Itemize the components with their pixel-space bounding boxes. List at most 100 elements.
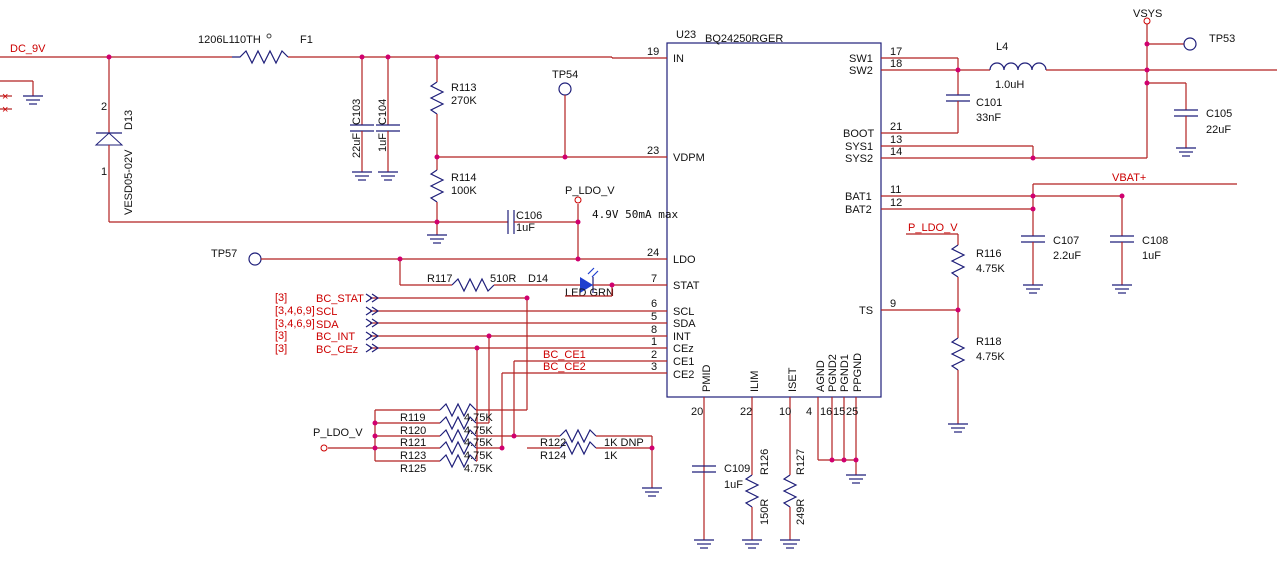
pin-name: CE2	[673, 369, 694, 381]
cap-value: 2.2uF	[1053, 250, 1081, 262]
iset-res: R127 249R	[780, 449, 807, 549]
pin-name: VDPM	[673, 152, 705, 164]
fuse-part: 1206L110TH	[198, 34, 261, 46]
pin-num: 8	[651, 324, 657, 336]
pin-num: 10	[779, 406, 791, 418]
cap-value: 1uF	[377, 133, 389, 152]
pin-num: 25	[846, 406, 858, 418]
pin-name: BOOT	[843, 128, 874, 140]
ic-right-pins: 17 SW1 18 SW2 21 BOOT 13 SYS1 14 SYS2 11…	[843, 46, 902, 317]
cap-value: 1uF	[516, 222, 535, 234]
tp53[interactable]: TP53	[1183, 33, 1235, 51]
ldo-section: C106 1uF P_LDO_V 4.9V 50mA max	[507, 185, 678, 259]
pin-num: 21	[890, 121, 902, 133]
fuse-ref: F1	[300, 34, 313, 46]
pin-name: PPGND	[852, 353, 864, 392]
pin-name: SYS1	[845, 141, 873, 153]
tp53-label: TP53	[1209, 33, 1235, 45]
led-ref: D14	[528, 273, 548, 285]
cap-ref: C106	[516, 210, 542, 222]
pin-name: PGND1	[839, 354, 851, 392]
net-vsys-label: VSYS	[1133, 8, 1162, 20]
res-value: 270K	[451, 95, 477, 107]
pin-num: 23	[647, 145, 659, 157]
pin-name: CEz	[673, 343, 694, 355]
res-value: 4.75K	[976, 263, 1005, 275]
cap-ref: C104	[377, 99, 389, 125]
pin-num: 22	[740, 406, 752, 418]
net-dc9v-label: DC_9V	[10, 43, 46, 55]
res-value: 4.75K	[976, 351, 1005, 363]
net-pldo-label-2: P_LDO_V	[313, 427, 363, 439]
pin-num: 19	[647, 46, 659, 58]
pin-name: BAT1	[845, 191, 872, 203]
pin-num: 4	[806, 406, 812, 418]
pin-num: 18	[890, 58, 902, 70]
res-ref: R126	[759, 449, 771, 475]
pin-name: SYS2	[845, 153, 873, 165]
pin-name: PMID	[701, 364, 713, 392]
res-value: 100K	[451, 185, 477, 197]
tp54-label: TP54	[552, 69, 578, 81]
port-sheets: [3]	[275, 330, 287, 342]
cap-ref: C109	[724, 463, 750, 475]
pin-num: 15	[833, 406, 845, 418]
pin-num: 7	[651, 273, 657, 285]
pin-num: 12	[890, 197, 902, 209]
pin-name: SW2	[849, 65, 873, 77]
tp57[interactable]: TP57	[211, 248, 578, 266]
net-bcce2-label: BC_CE2	[543, 361, 586, 373]
pin-name: AGND	[815, 360, 827, 392]
port-labels: [3] BC_STAT [3,4,6,9] SCL [3,4,6,9] SDA …	[275, 292, 612, 356]
pin-num: 6	[651, 298, 657, 310]
port-sheets: [3,4,6,9]	[275, 305, 315, 317]
port-sheets: [3]	[275, 343, 287, 355]
res-value: 4.75K	[464, 437, 493, 449]
switch-node: C101 33nF	[946, 58, 1002, 133]
pullup-bank: P_LDO_V R119 4.75K	[313, 298, 662, 497]
diode-pin1: 1	[101, 166, 107, 178]
pin-num: 13	[890, 134, 902, 146]
cap-ref: C103	[351, 99, 363, 125]
input-caps: C103 22uF C104 1uF	[350, 57, 400, 181]
tp57-label: TP57	[211, 248, 237, 260]
vsys-net: VSYS C105 22uF	[1032, 8, 1232, 158]
pin-num: 17	[890, 46, 902, 58]
net-vbat-label: VBAT+	[1112, 172, 1146, 184]
junction-dots	[106, 41, 1150, 463]
inductor-l4: L4 1.0uH	[989, 41, 1277, 91]
ic-body	[666, 42, 882, 398]
res-value: 4.75K	[464, 425, 493, 437]
pin-num: 20	[691, 406, 703, 418]
cap-ref: C105	[1206, 108, 1232, 120]
res-ref: R121	[400, 437, 426, 449]
pin-name: BAT2	[845, 204, 872, 216]
pin-name: CE1	[673, 356, 694, 368]
pin-name: LDO	[673, 254, 696, 266]
pin-name: ILIM	[749, 371, 761, 392]
tp54[interactable]: TP54	[552, 69, 578, 157]
pin-name: SW1	[849, 53, 873, 65]
pmid-cap: C109 1uF	[692, 463, 750, 549]
pin-name: SCL	[673, 306, 694, 318]
ic-left-pin-lines	[565, 57, 667, 374]
pin-num: 1	[651, 336, 657, 348]
port-net: SDA	[316, 319, 339, 331]
ic-left-pins: 19 IN 23 VDPM 24 LDO 7 STAT 6 SCL 5 8 SD…	[647, 46, 705, 381]
diode-part: VESD05-02V	[123, 149, 135, 215]
vdpm-divider: R113 270K R114 100K	[427, 57, 565, 244]
ldo-note: 4.9V 50mA max	[592, 208, 678, 221]
pin-name: INT	[673, 331, 691, 343]
res-value: 150R	[759, 499, 771, 525]
cap-value: 33nF	[976, 112, 1001, 124]
ic-part: BQ24250RGER	[705, 33, 783, 45]
port-net: BC_CEz	[316, 344, 358, 356]
res-value: 249R	[795, 499, 807, 525]
pin-name: IN	[673, 53, 684, 65]
tvs-diode-d13: 2 1 D13 VESD05-02V	[94, 57, 508, 223]
gnd-pins	[846, 474, 866, 484]
net-bcce1-label: BC_CE1	[543, 349, 586, 361]
res-ref: R123	[400, 450, 426, 462]
port-sheets: [3,4,6,9]	[275, 318, 315, 330]
